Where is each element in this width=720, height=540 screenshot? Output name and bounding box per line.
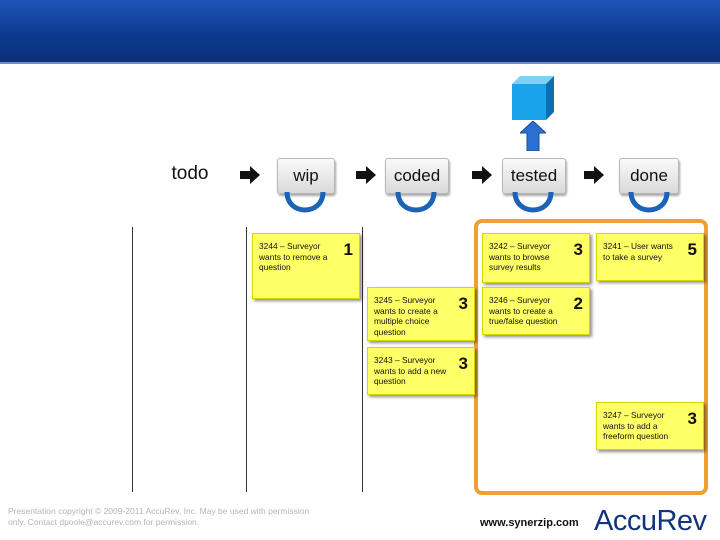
column-divider (132, 227, 133, 492)
card-text: 3247 – Surveyor wants to add a freeform … (603, 410, 669, 441)
card-text: 3246 – Surveyor wants to create a true/f… (489, 295, 558, 326)
card-points: 3 (573, 240, 583, 259)
stage-wip: wip (277, 158, 335, 194)
column-divider (246, 227, 247, 492)
loop-icon (512, 191, 554, 213)
task-card[interactable]: 3247 – Surveyor wants to add a freeform … (596, 402, 704, 450)
loop-icon (284, 191, 326, 213)
brand-logo: AccuRev (594, 505, 707, 537)
task-card[interactable]: 3243 – Surveyor wants to add a new quest… (367, 347, 475, 395)
task-card[interactable]: 3242 – Surveyor wants to browse survey r… (482, 233, 590, 283)
arrow-right-icon (472, 166, 492, 184)
loop-icon (628, 191, 670, 213)
header-underline (0, 62, 720, 64)
card-text: 3241 – User wants to take a survey (603, 241, 673, 262)
loop-icon (395, 191, 437, 213)
task-card[interactable]: 3246 – Surveyor wants to create a true/f… (482, 287, 590, 335)
task-card[interactable]: 3244 – Surveyor wants to remove a questi… (252, 233, 360, 299)
arrow-right-icon (356, 166, 376, 184)
card-text: 3243 – Surveyor wants to add a new quest… (374, 355, 447, 386)
card-text: 3242 – Surveyor wants to browse survey r… (489, 241, 551, 272)
card-points: 3 (458, 354, 468, 373)
stage-done: done (619, 158, 679, 194)
stage-todo: todo (171, 163, 209, 184)
stage-coded: coded (385, 158, 449, 194)
website-url[interactable]: www.synerzip.com (480, 517, 579, 529)
card-text: 3244 – Surveyor wants to remove a questi… (259, 241, 328, 272)
arrow-right-icon (584, 166, 604, 184)
card-points: 1 (343, 240, 353, 259)
highlight-frame (474, 219, 708, 495)
card-points: 2 (573, 294, 583, 313)
column-divider (362, 227, 363, 492)
card-points: 3 (687, 409, 697, 428)
card-points: 5 (687, 240, 697, 259)
task-card[interactable]: 3241 – User wants to take a survey 5 (596, 233, 704, 281)
card-text: 3245 – Surveyor wants to create a multip… (374, 295, 438, 337)
card-points: 3 (458, 294, 468, 313)
task-card[interactable]: 3245 – Surveyor wants to create a multip… (367, 287, 475, 341)
stage-tested: tested (502, 158, 566, 194)
copyright-notice: Presentation copyright © 2009-2011 AccuR… (8, 506, 310, 527)
up-arrow-icon (520, 121, 546, 151)
header-bar (0, 0, 720, 62)
cube-icon (512, 76, 554, 120)
arrow-right-icon (240, 166, 260, 184)
